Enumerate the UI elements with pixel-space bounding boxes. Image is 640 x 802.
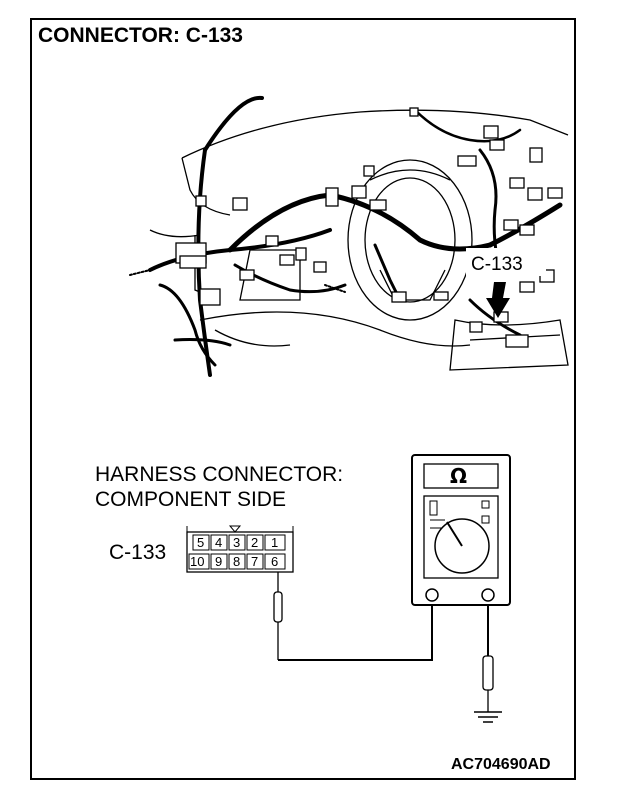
connector-key-tab — [228, 525, 242, 533]
figure-title: CONNECTOR: C-133 — [38, 24, 243, 47]
c133-callout: C-133 — [466, 248, 546, 318]
ground-icon — [474, 711, 502, 723]
pin-6: 6 — [271, 554, 278, 569]
figure-code: AC704690AD — [451, 756, 551, 773]
callout-label: C-133 — [471, 254, 523, 275]
meter-display — [423, 463, 499, 489]
pin-3: 3 — [233, 535, 240, 550]
multimeter: Ω — [411, 454, 511, 606]
dashboard-illustration — [149, 109, 569, 371]
connector-probe — [273, 572, 283, 660]
meter-jack-ohm[interactable] — [481, 588, 495, 602]
connector-id-label: C-133 — [109, 541, 167, 564]
pin-1: 1 — [271, 535, 278, 550]
pin-10: 10 — [190, 554, 204, 569]
pin-7: 7 — [251, 554, 258, 569]
pin-9: 9 — [215, 554, 222, 569]
pin-5: 5 — [197, 535, 204, 550]
harness-connectors — [175, 107, 563, 348]
harness-connector-label: HARNESS CONNECTOR: COMPONENT SIDE — [95, 462, 343, 512]
meter-dial-pointer — [446, 521, 463, 547]
connector-face: 5 4 3 2 1 10 9 8 7 6 — [186, 525, 294, 573]
callout-arrow — [486, 282, 510, 318]
pin-4: 4 — [215, 535, 222, 550]
pin-8: 8 — [233, 554, 240, 569]
figure-frame — [30, 18, 576, 780]
harness-label-line2: COMPONENT SIDE — [95, 488, 286, 511]
pin-2: 2 — [251, 535, 258, 550]
ground-probe — [482, 655, 494, 712]
test-leads — [278, 598, 489, 661]
meter-symbol: Ω — [450, 464, 467, 488]
meter-jack-com[interactable] — [425, 588, 439, 602]
harness-label-line1: HARNESS CONNECTOR: — [95, 463, 344, 486]
